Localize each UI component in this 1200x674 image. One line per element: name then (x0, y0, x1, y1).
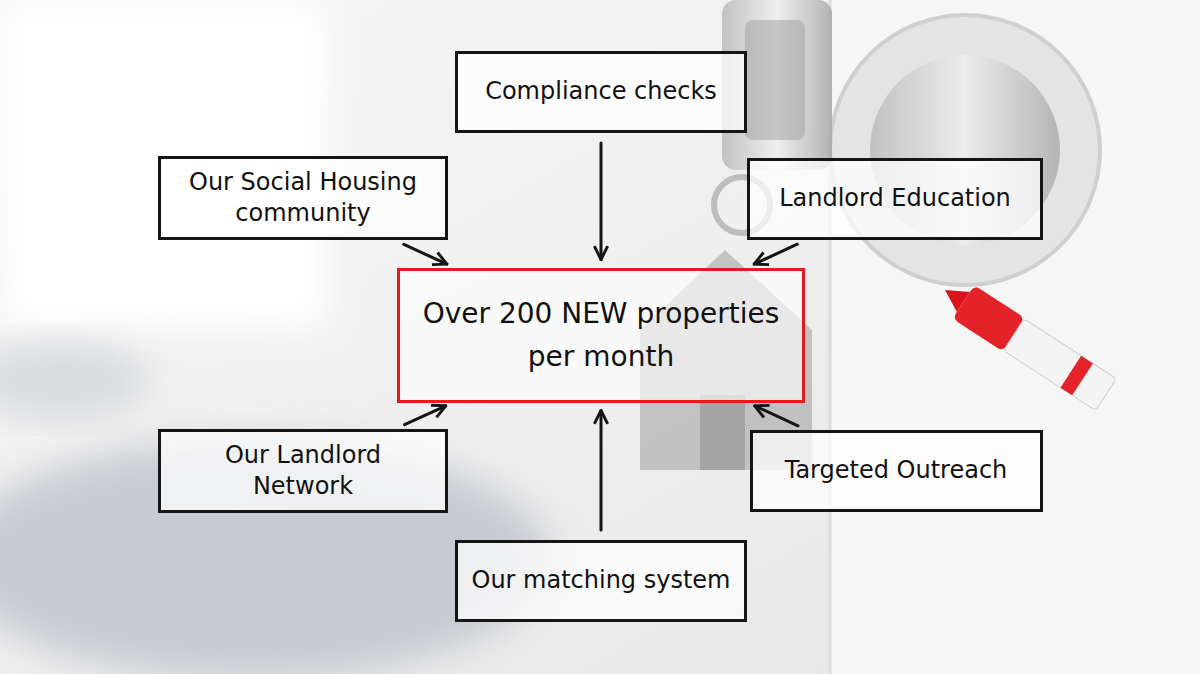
key-groove (745, 20, 805, 140)
arrow-connector (404, 244, 447, 264)
red-marker (934, 273, 1117, 411)
lock-rose (830, 15, 1100, 285)
box-label: Targeted Outreach (785, 455, 1008, 486)
arrow-connector (600, 411, 603, 531)
door (830, 0, 1200, 674)
arrow-connector (755, 406, 798, 426)
process-box: Compliance checks (455, 51, 747, 133)
house-door (700, 395, 745, 470)
process-box: Our Social Housing community (158, 156, 448, 240)
box-label: Our Landlord Network (173, 440, 433, 502)
arrow-connector (600, 143, 603, 260)
process-box: Our matching system (455, 540, 747, 622)
process-box: Targeted Outreach (750, 430, 1043, 512)
box-label: Landlord Education (779, 183, 1011, 214)
arrow-connector (405, 406, 446, 425)
arrow-connector (754, 244, 797, 264)
process-box: Landlord Education (747, 158, 1043, 240)
box-label: Our matching system (471, 565, 730, 596)
box-label: Over 200 NEW properties per month (412, 292, 790, 379)
box-label: Our Social Housing community (173, 167, 433, 229)
highlight-box: Over 200 NEW properties per month (397, 268, 805, 403)
process-box: Our Landlord Network (158, 429, 448, 513)
blurred-furniture (0, 340, 150, 420)
box-label: Compliance checks (485, 76, 717, 107)
